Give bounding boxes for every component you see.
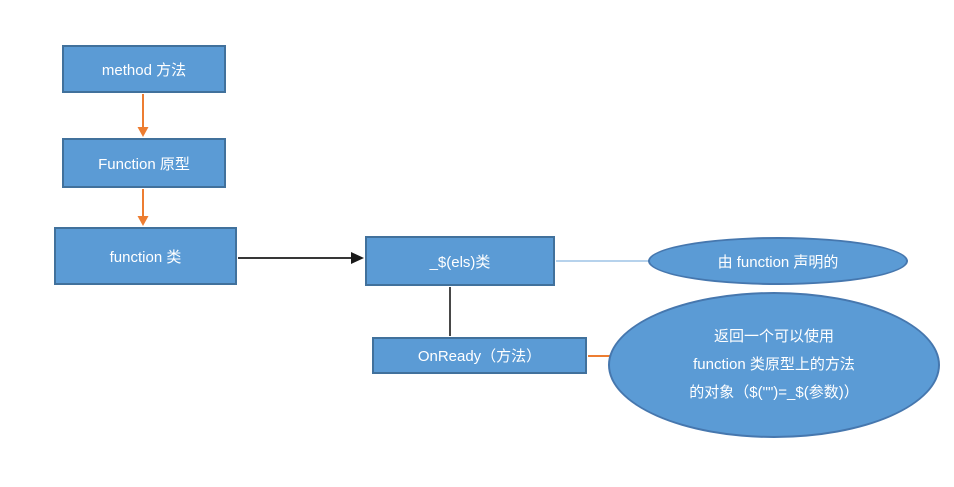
method-box-label: method 方法: [101, 61, 187, 79]
els-class-box-label: _$(els)类: [429, 253, 491, 271]
declared-by-ellipse-label: 由 function 声明的: [717, 253, 839, 271]
function-class-box: function 类: [54, 227, 237, 285]
declared-by-ellipse: 由 function 声明的: [648, 237, 908, 285]
returns-ellipse-line-1: 返回一个可以使用: [713, 328, 834, 345]
function-prototype-box-label: Function 原型: [98, 155, 190, 173]
function-class-box-label: function 类: [109, 248, 182, 266]
function-prototype-box: Function 原型: [62, 138, 226, 188]
returns-ellipse-line-3: 的对象（$("")=_$(参数)）: [689, 384, 859, 401]
connector-class-to-els: [238, 252, 364, 264]
onready-box: OnReady（方法）: [372, 337, 587, 374]
returns-ellipse-text: 返回一个可以使用 function 类原型上的方法 的对象（$("")=_$(参…: [689, 323, 858, 407]
onready-box-label: OnReady（方法）: [417, 348, 542, 365]
connector-method-to-prototype: [137, 94, 149, 137]
connector-prototype-to-class: [137, 189, 149, 226]
returns-ellipse-line-2: function 类原型上的方法: [693, 356, 855, 373]
returns-ellipse: 返回一个可以使用 function 类原型上的方法 的对象（$("")=_$(参…: [608, 292, 940, 438]
method-box: method 方法: [62, 45, 226, 93]
els-class-box: _$(els)类: [365, 236, 555, 286]
